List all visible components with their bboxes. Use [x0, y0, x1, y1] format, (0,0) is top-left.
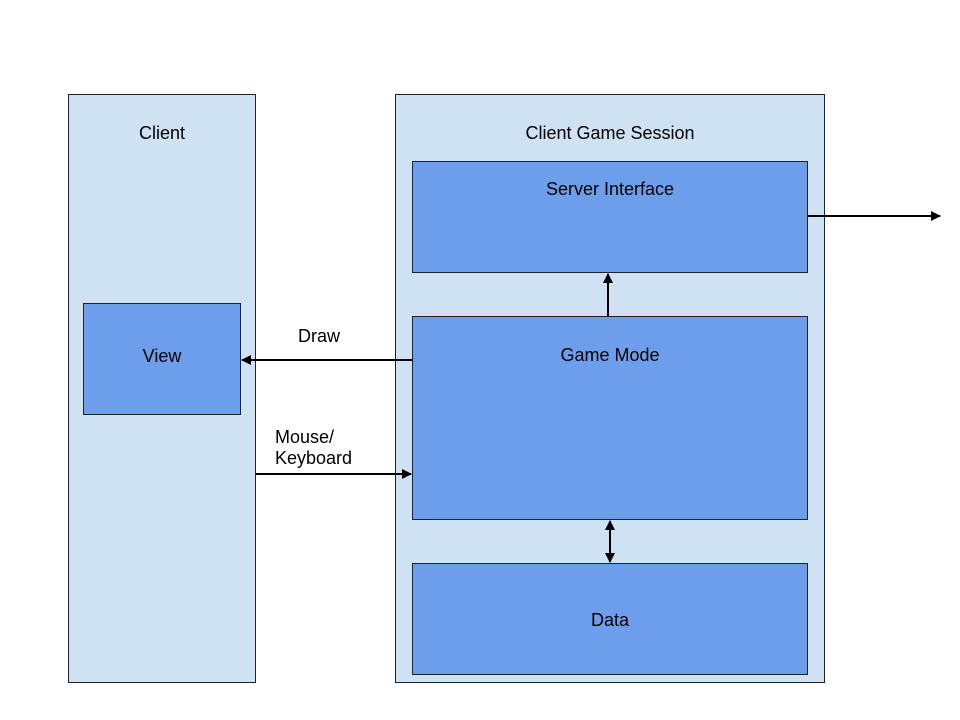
- input-label-line1: Mouse/: [275, 427, 335, 447]
- game-mode-label: Game Mode: [560, 345, 660, 365]
- session-title: Client Game Session: [525, 123, 695, 143]
- client-title: Client: [138, 123, 186, 143]
- server-interface-label: Server Interface: [545, 179, 675, 199]
- data-label: Data: [590, 610, 630, 630]
- view-label: View: [142, 346, 182, 366]
- game-mode-box: [412, 316, 808, 520]
- draw-label: Draw: [298, 326, 341, 346]
- view-box: [83, 303, 241, 415]
- server-interface-box: [412, 161, 808, 273]
- input-label-line2: Keyboard: [275, 448, 353, 468]
- data-box: [412, 563, 808, 675]
